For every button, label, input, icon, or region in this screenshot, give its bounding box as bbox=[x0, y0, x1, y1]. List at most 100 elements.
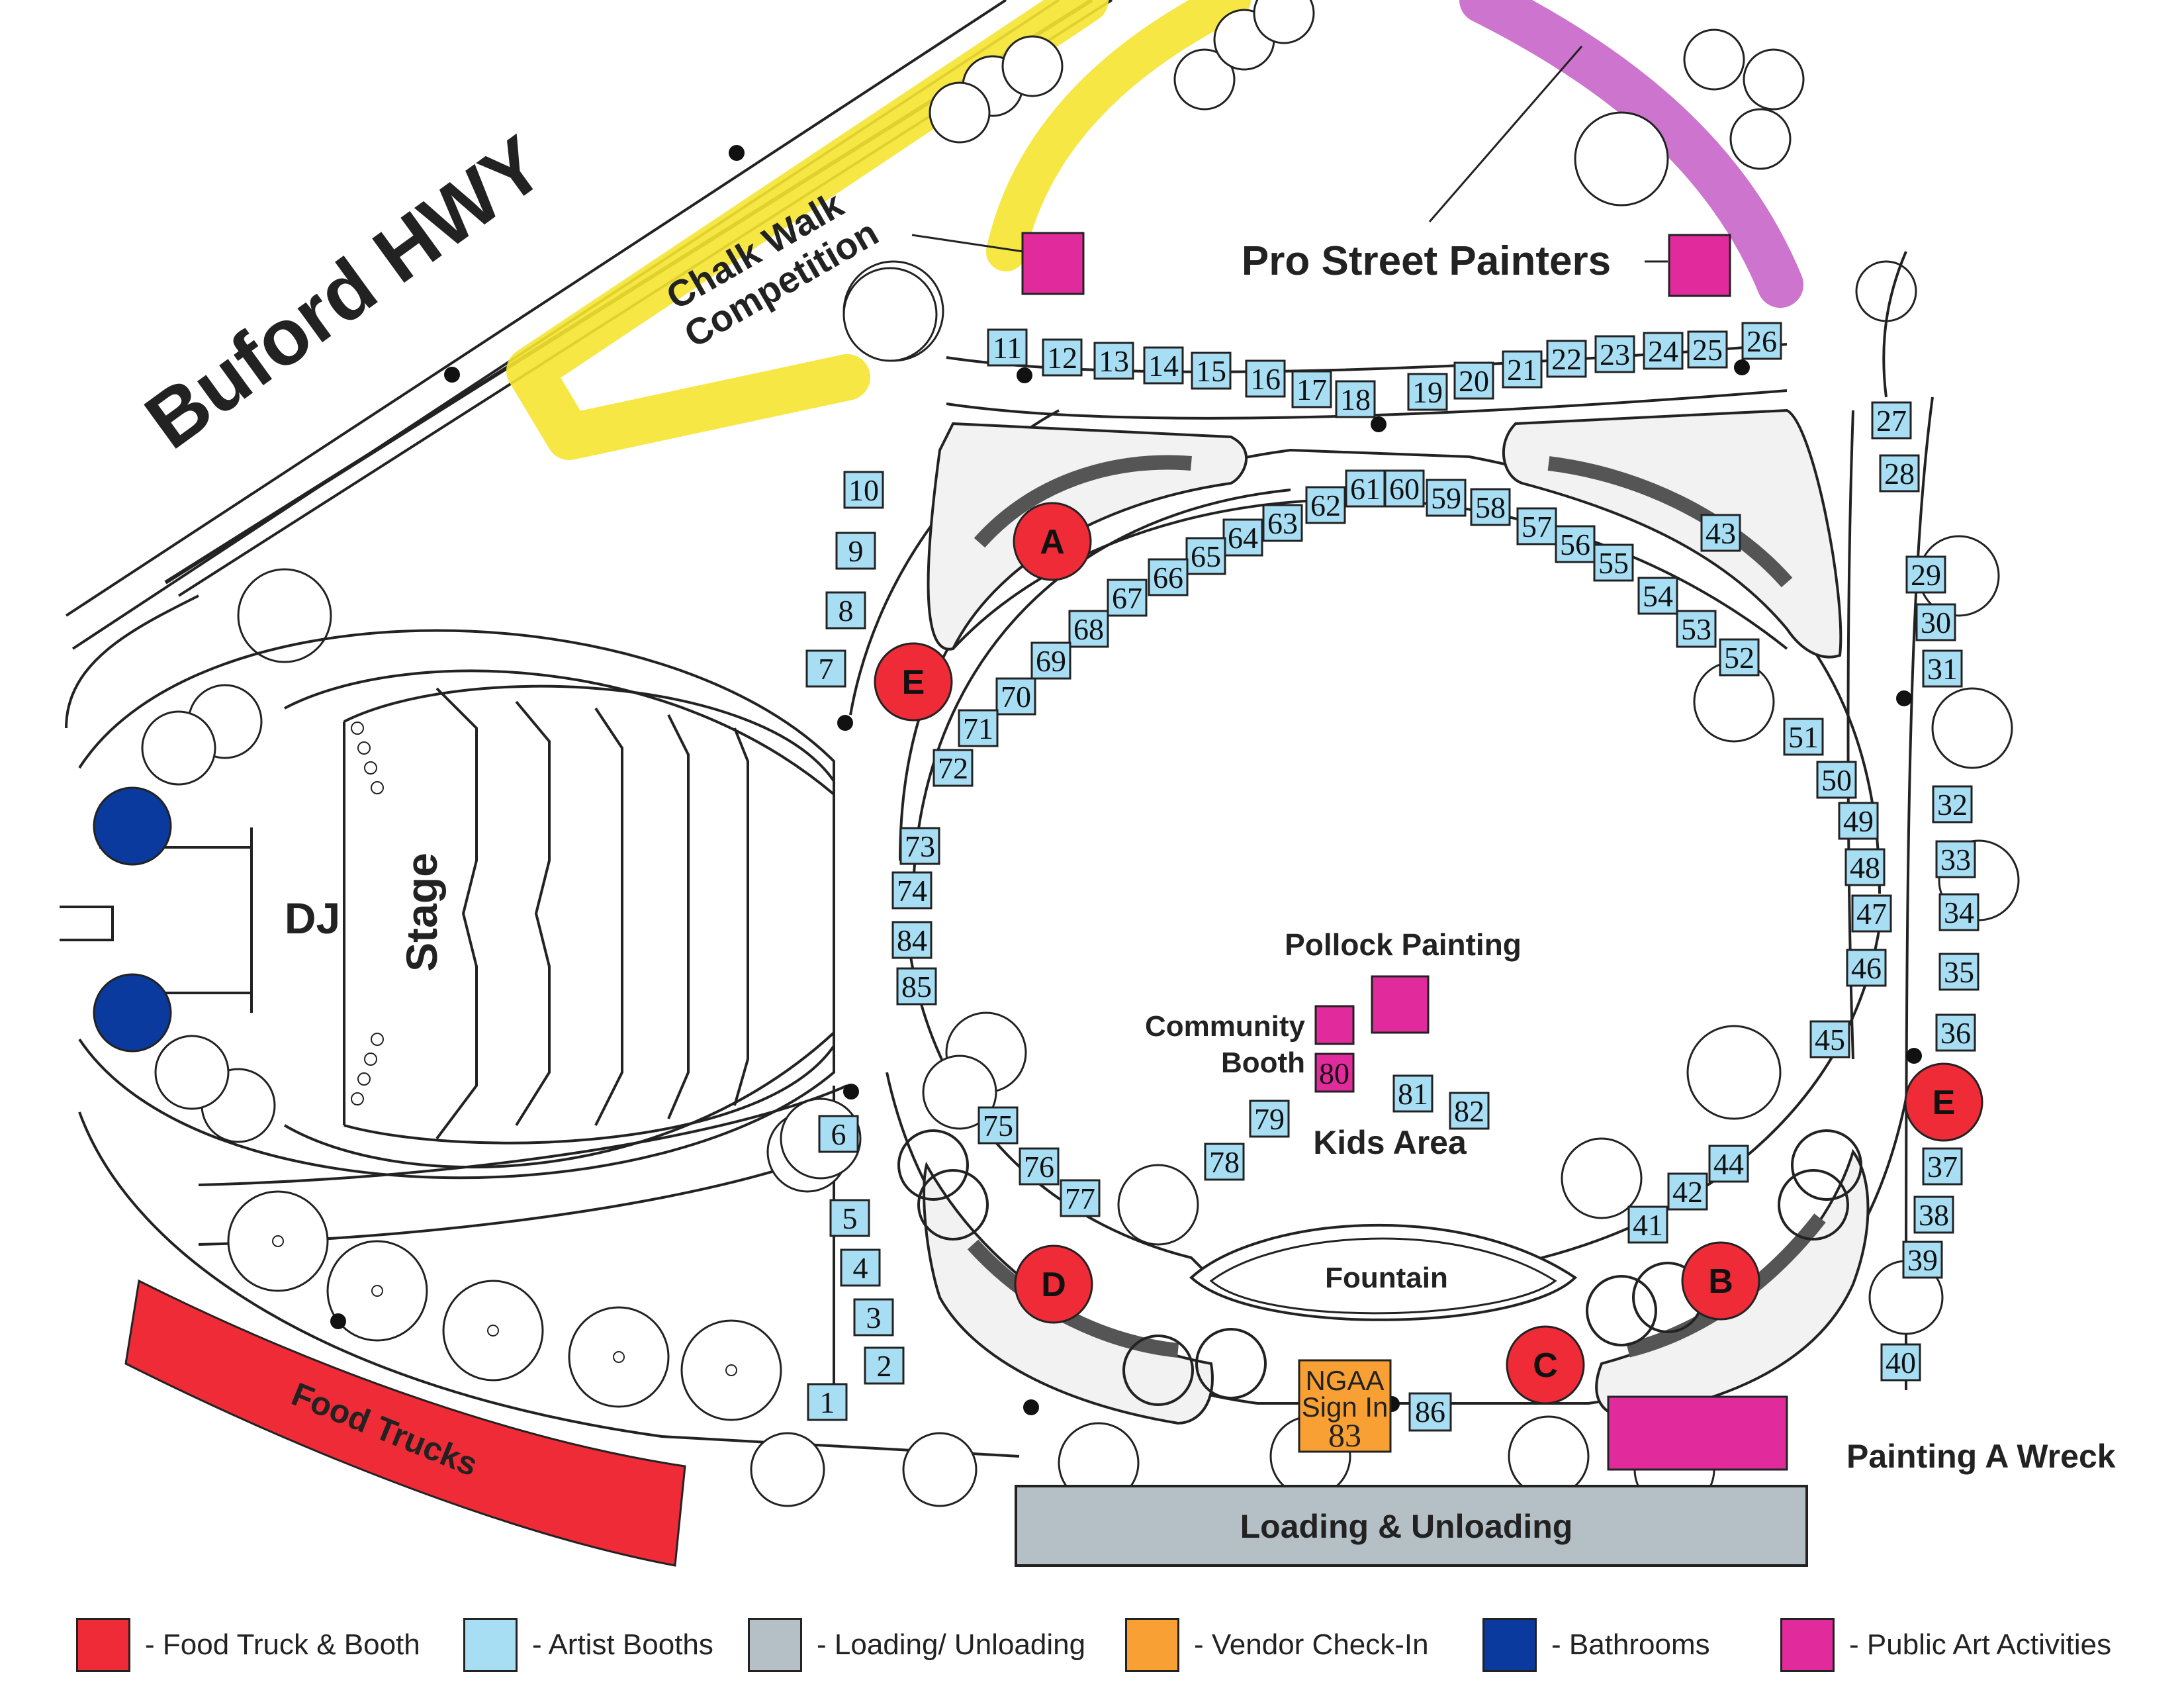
artist-booth: 7 bbox=[805, 649, 846, 688]
chalk-walk-highlight bbox=[506, 0, 1109, 460]
artist-booth: 42 bbox=[1667, 1172, 1708, 1211]
artist-booth-box bbox=[1783, 718, 1824, 756]
artist-booth-number: 6 bbox=[831, 1117, 846, 1151]
artist-booth-number: 13 bbox=[1099, 344, 1129, 378]
loading-zone bbox=[1015, 1485, 1808, 1567]
artist-booth-number: 82 bbox=[1454, 1094, 1484, 1128]
artist-booth-number: 7 bbox=[819, 652, 834, 686]
artist-booth: 79 bbox=[1249, 1100, 1290, 1138]
artist-booth: 48 bbox=[1844, 848, 1886, 886]
food-booth-letter: E bbox=[902, 663, 925, 702]
food-booth-marker: E bbox=[874, 642, 953, 722]
artist-booth: 21 bbox=[1502, 350, 1543, 389]
artist-booth-box bbox=[1407, 373, 1448, 411]
artist-booth-box bbox=[1932, 785, 1973, 823]
artist-booth-number: 76 bbox=[1024, 1150, 1054, 1184]
painting-wreck-label: Painting A Wreck bbox=[1846, 1438, 2116, 1475]
artist-booth: 4 bbox=[840, 1248, 881, 1287]
artist-booth: 49 bbox=[1838, 802, 1879, 840]
legend-item: - Artist Booths bbox=[463, 1615, 713, 1675]
food-booth-letter: A bbox=[1040, 523, 1065, 561]
artist-booth-number: 3 bbox=[866, 1301, 882, 1335]
community-label-2: Booth bbox=[1221, 1047, 1305, 1079]
artist-booth: 12 bbox=[1042, 338, 1083, 377]
artist-booth-box bbox=[1453, 361, 1494, 400]
artist-booth-number: 38 bbox=[1919, 1198, 1949, 1232]
artist-booth: 63 bbox=[1262, 504, 1303, 542]
artist-booth-number: 43 bbox=[1706, 516, 1736, 550]
artist-booth-number: 65 bbox=[1191, 539, 1221, 573]
artist-booth-number: 58 bbox=[1475, 491, 1506, 524]
artist-booth-box bbox=[1879, 454, 1920, 492]
artist-booth-box bbox=[829, 1199, 870, 1237]
artist-booth: 68 bbox=[1068, 610, 1109, 648]
booth-86-label: 86 bbox=[1415, 1395, 1445, 1429]
kids-area-label: Kids Area bbox=[1313, 1124, 1467, 1161]
artist-booth: 43 bbox=[1700, 514, 1741, 552]
artist-booth-number: 60 bbox=[1389, 472, 1420, 506]
legend: - Food Truck & Booth- Artist Booths- Loa… bbox=[0, 1589, 2184, 1672]
artist-booth-number: 24 bbox=[1648, 334, 1678, 368]
artist-booth-box bbox=[1107, 579, 1148, 617]
artist-booth-number: 52 bbox=[1724, 641, 1754, 675]
food-booth-circle bbox=[1681, 1241, 1760, 1321]
artist-booth: 45 bbox=[1809, 1020, 1850, 1058]
artist-booth: 6 bbox=[818, 1115, 859, 1153]
artist-booth-box bbox=[1816, 761, 1857, 799]
booth-80-label: 80 bbox=[1319, 1056, 1349, 1090]
artist-booth: 24 bbox=[1643, 332, 1684, 370]
artist-booth-number: 85 bbox=[901, 970, 932, 1004]
artist-booth-box bbox=[1143, 346, 1184, 385]
artist-booth-number: 29 bbox=[1911, 558, 1941, 592]
artist-booth-box bbox=[1204, 1143, 1245, 1181]
artist-booth-box bbox=[1305, 486, 1346, 524]
artist-booth-box bbox=[1846, 949, 1887, 987]
artist-booth: 67 bbox=[1107, 579, 1148, 617]
artist-booth-box bbox=[1708, 1145, 1749, 1183]
artist-booth-number: 67 bbox=[1112, 581, 1142, 615]
artist-booth: 26 bbox=[1741, 322, 1782, 360]
food-booth-circle bbox=[874, 642, 953, 722]
legend-item: - Food Truck & Booth bbox=[76, 1615, 420, 1675]
artist-booth: 77 bbox=[1060, 1179, 1101, 1217]
artist-booth-number: 70 bbox=[1001, 680, 1031, 714]
stage-rail-dots bbox=[351, 722, 384, 1105]
artist-booth: 39 bbox=[1902, 1241, 1943, 1279]
artist-booth: 50 bbox=[1816, 761, 1857, 799]
artist-booth: 36 bbox=[1935, 1013, 1976, 1052]
artist-booth-number: 30 bbox=[1921, 606, 1951, 639]
artist-booth: 5 bbox=[829, 1199, 870, 1237]
artist-booth: 35 bbox=[1938, 953, 1979, 991]
community-booth-80 bbox=[1314, 1053, 1355, 1093]
lower-lawn-tree-centers bbox=[272, 1235, 737, 1376]
artist-booth-number: 19 bbox=[1412, 375, 1443, 409]
artist-booth-number: 46 bbox=[1851, 951, 1882, 985]
artist-booth: 55 bbox=[1593, 543, 1634, 582]
legend-swatch bbox=[1125, 1618, 1179, 1672]
artist-booth: 76 bbox=[1019, 1147, 1060, 1186]
artist-booth-number: 75 bbox=[983, 1109, 1013, 1143]
artist-booth-box bbox=[899, 827, 940, 865]
artist-booth-box bbox=[987, 328, 1028, 367]
artist-booth-number: 53 bbox=[1681, 612, 1711, 646]
artist-booth-box bbox=[1042, 338, 1083, 377]
artist-booth: 65 bbox=[1185, 537, 1226, 575]
artist-booth-box bbox=[1384, 469, 1425, 508]
artist-booth: 2 bbox=[864, 1346, 905, 1385]
artist-booth-box bbox=[1935, 1013, 1976, 1052]
artist-booth-box bbox=[805, 649, 846, 688]
artist-booth-box bbox=[1676, 610, 1717, 648]
artist-booth: 37 bbox=[1922, 1147, 1963, 1186]
artist-booth-box bbox=[1905, 555, 1946, 594]
artist-booth-number: 74 bbox=[897, 874, 927, 908]
fountain bbox=[1189, 1223, 1578, 1321]
artist-booth-box bbox=[1700, 514, 1741, 552]
artist-booth: 61 bbox=[1345, 469, 1386, 508]
artist-booth-box bbox=[1594, 335, 1635, 373]
artist-booth-number: 4 bbox=[853, 1251, 868, 1285]
artist-booth-number: 25 bbox=[1692, 333, 1723, 367]
artist-booth-number: 81 bbox=[1398, 1077, 1428, 1111]
artist-booth-number: 37 bbox=[1927, 1150, 1958, 1184]
legend-item: - Public Art Activities bbox=[1780, 1615, 2111, 1675]
artist-booth: 58 bbox=[1470, 488, 1511, 526]
